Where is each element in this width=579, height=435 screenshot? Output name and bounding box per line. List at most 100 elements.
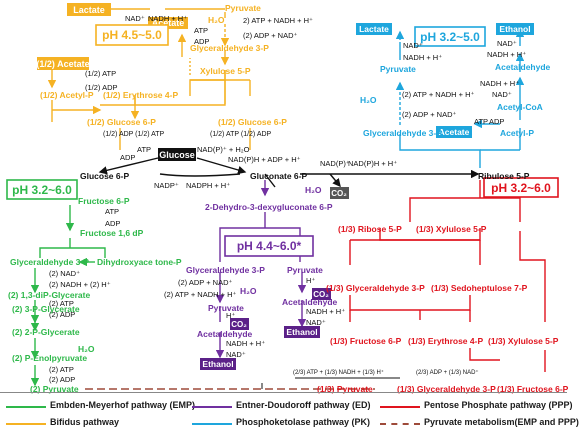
svg-text:Acetaldehyde: Acetaldehyde — [282, 297, 338, 307]
box-acetate-half: (1/2) Acetate — [36, 57, 90, 70]
svg-text:(1/3) Fructose 6-P: (1/3) Fructose 6-P — [330, 336, 402, 346]
svg-text:H₂O: H₂O — [305, 185, 322, 195]
svg-text:Glyceraldehyde 3-P: Glyceraldehyde 3-P — [363, 128, 442, 138]
legend-emp: Embden-Meyerhof pathway (EMP) — [50, 400, 196, 410]
svg-text:2-Dehydro-3-dexygluconate 6-P: 2-Dehydro-3-dexygluconate 6-P — [205, 202, 333, 212]
gluconate-6p: Gluconate 6-P — [250, 171, 307, 181]
pyruvate-connectors — [85, 377, 400, 390]
svg-text:NAD⁺: NAD⁺ — [226, 350, 246, 359]
glucose-6p: Glucose 6-P — [80, 171, 129, 181]
svg-text:NAD⁺: NAD⁺ — [492, 90, 512, 99]
svg-text:Lactate: Lactate — [359, 24, 389, 34]
legend-line-bifidus — [6, 423, 46, 425]
g3p-bifidus: Glyceraldehyde 3-P — [190, 43, 269, 53]
svg-text:Acetyl-P: Acetyl-P — [500, 128, 534, 138]
pk-connectors — [395, 28, 525, 168]
svg-text:CO₂: CO₂ — [231, 320, 247, 329]
svg-text:Fructose 1,6 dP: Fructose 1,6 dP — [80, 228, 144, 238]
svg-text:NADH + H⁺: NADH + H⁺ — [403, 53, 442, 62]
svg-text:NADH + H⁺: NADH + H⁺ — [480, 79, 519, 88]
legend-pk: Phosphoketolase pathway (PK) — [236, 417, 371, 427]
box-ph-emp: pH 3.2~6.0 — [6, 179, 78, 200]
box-ph-ed: pH 4.4~6.0* — [224, 235, 314, 257]
legend: Embden-Meyerhof pathway (EMP) Bifidus pa… — [0, 392, 579, 435]
svg-text:(2) ATP: (2) ATP — [49, 365, 74, 374]
svg-text:H₂O: H₂O — [360, 95, 377, 105]
svg-text:(2) 2-P-Glycerate: (2) 2-P-Glycerate — [12, 327, 80, 337]
svg-text:(1/2) ATP: (1/2) ATP — [85, 69, 116, 78]
svg-text:H₂O: H₂O — [208, 15, 225, 25]
svg-text:Fructose 6-P: Fructose 6-P — [78, 196, 130, 206]
svg-text:CO₂: CO₂ — [313, 290, 329, 299]
svg-text:(2) ATP + NADH + H⁺: (2) ATP + NADH + H⁺ — [164, 290, 236, 299]
legend-pyruvate: Pyruvate metabolism(EMP and PPP) — [424, 417, 579, 427]
svg-text:(1/3) Fructose 6-P: (1/3) Fructose 6-P — [497, 384, 569, 394]
ppp-labels: (1/3) Ribose 5-P (1/3) Xylulose 5-P (1/3… — [293, 224, 569, 394]
box-co2-ed2: CO₂ — [312, 288, 331, 300]
svg-text:(2/3) ATP + (1/3) NADH + (1/3): (2/3) ATP + (1/3) NADH + (1/3) H⁺ — [293, 369, 384, 376]
svg-text:Ethanol: Ethanol — [286, 327, 317, 337]
svg-text:pH 4.5~5.0: pH 4.5~5.0 — [102, 28, 162, 42]
legend-line-emp — [6, 406, 46, 408]
box-ph-bifidus: pH 4.5~5.0 — [95, 24, 169, 46]
svg-text:ADP: ADP — [120, 153, 135, 162]
svg-text:(1/2) Glucose 6-P: (1/2) Glucose 6-P — [87, 117, 156, 127]
svg-text:(2) ATP + NADH + H⁺: (2) ATP + NADH + H⁺ — [402, 90, 474, 99]
svg-text:(2) ADP + NAD⁺: (2) ADP + NAD⁺ — [243, 31, 298, 40]
svg-text:(2) ATP: (2) ATP — [49, 299, 74, 308]
svg-text:Glucose: Glucose — [159, 150, 195, 160]
svg-text:Pyruvate: Pyruvate — [208, 303, 244, 313]
svg-text:NADP⁺: NADP⁺ — [154, 181, 179, 190]
svg-text:2) ATP + NADH + H⁺: 2) ATP + NADH + H⁺ — [243, 16, 313, 25]
emp-labels: Fructose 6-P ATP ADP Fructose 1,6 dP Gly… — [8, 196, 182, 394]
svg-text:(2) ADP + NAD⁺: (2) ADP + NAD⁺ — [178, 278, 233, 287]
pyruvate-top: Pyruvate — [225, 3, 261, 13]
svg-text:(1/2) Acetyl-P: (1/2) Acetyl-P — [40, 90, 94, 100]
svg-text:(1/2) Acetate: (1/2) Acetate — [36, 59, 89, 69]
svg-text:(1/3) Pyruvate: (1/3) Pyruvate — [317, 384, 373, 394]
box-ph-pk: pH 3.2~5.0 — [414, 26, 486, 47]
svg-text:pH 3.2~6.0: pH 3.2~6.0 — [491, 181, 551, 195]
bifidus-connectors — [47, 4, 251, 150]
box-lactate-top: Lactate — [67, 3, 111, 16]
emp-connectors — [30, 180, 106, 387]
svg-text:(2) P-Enolpyruvate: (2) P-Enolpyruvate — [12, 353, 87, 363]
svg-text:ATP: ATP — [137, 145, 151, 154]
svg-text:Glyceraldehyde 3-P: Glyceraldehyde 3-P — [186, 265, 265, 275]
svg-text:H⁺: H⁺ — [306, 276, 315, 285]
svg-text:NADH + H⁺: NADH + H⁺ — [148, 14, 187, 23]
svg-text:(1/2) Glucose 6-P: (1/2) Glucose 6-P — [218, 117, 287, 127]
svg-text:H₂O: H₂O — [78, 344, 95, 354]
svg-text:(1/3) Glyceraldehyde 3-P: (1/3) Glyceraldehyde 3-P — [326, 283, 425, 293]
svg-text:Acetate: Acetate — [152, 18, 185, 28]
box-glucose: Glucose — [158, 148, 196, 161]
legend-line-pyruvate — [380, 423, 420, 425]
svg-text:NAD⁺: NAD⁺ — [403, 41, 423, 50]
svg-text:NAD⁺: NAD⁺ — [125, 14, 145, 23]
svg-text:NAD⁺: NAD⁺ — [497, 39, 517, 48]
pathway-diagram: Lactate Acetate pH 4.5~5.0 (1/2) Acetate… — [6, 3, 569, 394]
svg-text:ATP: ATP — [194, 26, 208, 35]
svg-text:Pyruvate: Pyruvate — [380, 64, 416, 74]
svg-text:(1/2) ADP (1/2) ATP: (1/2) ADP (1/2) ATP — [103, 131, 165, 138]
svg-text:(2) ADP + NAD⁺: (2) ADP + NAD⁺ — [402, 110, 457, 119]
svg-text:Acetate: Acetate — [439, 127, 470, 137]
svg-text:Acetyl-CoA: Acetyl-CoA — [497, 102, 543, 112]
svg-text:NAD(P)⁺: NAD(P)⁺ — [320, 159, 350, 168]
legend-line-ed — [192, 406, 232, 408]
svg-text:(2/3) ADP + (1/3) NAD⁺: (2/3) ADP + (1/3) NAD⁺ — [416, 369, 479, 376]
box-acetate-pk: Acetate — [436, 126, 472, 138]
legend-bifidus: Bifidus pathway — [50, 417, 120, 427]
svg-text:pH 4.4~6.0*: pH 4.4~6.0* — [237, 239, 302, 253]
legend-ed: Entner-Doudoroff pathway (ED) — [236, 400, 371, 410]
svg-text:H⁺: H⁺ — [226, 311, 235, 320]
svg-text:NADH + H⁺: NADH + H⁺ — [487, 50, 526, 59]
svg-text:Ethanol: Ethanol — [202, 359, 233, 369]
box-co2-center: CO₂ — [330, 187, 349, 199]
box-ethanol-pk: Ethanol — [496, 23, 534, 35]
svg-text:Lactate: Lactate — [73, 5, 105, 15]
svg-text:(2) NAD⁺: (2) NAD⁺ — [49, 269, 80, 278]
main-connectors — [98, 157, 480, 188]
pk-labels: Pyruvate NAD⁺ NADH + H⁺ H₂O (2) ATP + NA… — [360, 39, 551, 138]
svg-text:H₂O: H₂O — [240, 286, 257, 296]
